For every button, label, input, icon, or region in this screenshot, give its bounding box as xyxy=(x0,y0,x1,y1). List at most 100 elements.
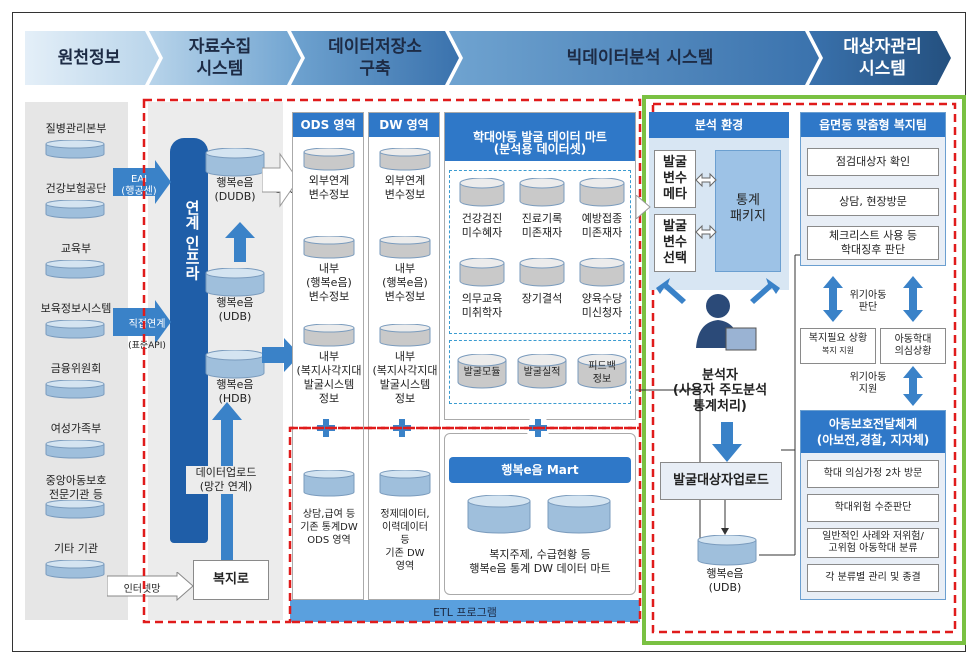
mart-item-label: 진료기록 미존재자 xyxy=(521,212,563,239)
analyst-arrow-right xyxy=(750,278,780,304)
source-label: 건강보험공단 xyxy=(45,182,107,195)
source-label: 보육정보시스템 xyxy=(40,302,112,315)
dw-title: DW 영역 xyxy=(369,113,439,137)
stage-arrow-5 xyxy=(809,31,951,85)
happy-mart-db-icon xyxy=(467,495,531,534)
happy-mart-title: 행복e음 Mart xyxy=(449,457,631,483)
stage-label-analysis: 빅데이터분석 시스템 xyxy=(566,48,714,68)
source-db-icon xyxy=(45,380,105,399)
source-db-icon xyxy=(45,200,105,219)
dw-bottom-db-icon xyxy=(379,470,431,497)
mart-db-icon xyxy=(579,178,625,207)
mart-item-label: 건강검진 미수혜자 xyxy=(461,212,503,239)
crisis-judge-label: 위기아동 판단 xyxy=(849,290,887,313)
mart-result-label: 발굴모듈 xyxy=(463,367,501,378)
suspect-box: 아동학대 의심상황 xyxy=(880,328,946,364)
analyst-down-arrow xyxy=(712,422,742,462)
monitor-icon xyxy=(725,327,757,351)
source-db-icon xyxy=(45,560,105,579)
collection-db-icon xyxy=(205,148,265,177)
collection-arrows xyxy=(113,160,171,344)
udb-label: 행복e음 (UDB) xyxy=(706,567,744,594)
mart-result-label: 발굴실적 xyxy=(523,367,561,378)
stats-label: 통계 패키지 xyxy=(730,193,766,224)
infra-label: 연계 인프라 xyxy=(183,200,201,281)
mart-item-label: 예방접종 미존재자 xyxy=(581,212,623,239)
mart-result-db-icon xyxy=(517,354,567,389)
local-team-step: 상담, 현장방문 xyxy=(807,188,939,216)
happy-mart-db-icon xyxy=(547,495,611,534)
hdb-arrow xyxy=(262,338,300,372)
etl-bar xyxy=(290,600,640,622)
mart-db-icon xyxy=(579,258,625,287)
dw-item-label: 내부 (복지사각지대 발굴시스템 정보 xyxy=(372,350,438,405)
stage-label-collection: 자료수집 시스템 xyxy=(188,37,252,79)
agency-step: 각 분류별 관리 및 종결 xyxy=(807,564,939,592)
analyst-arrow-left xyxy=(656,278,686,304)
analysis-env-title: 분석 환경 xyxy=(649,112,789,138)
source-db-icon xyxy=(45,260,105,279)
upload-line xyxy=(721,500,729,535)
source-label: 교육부 xyxy=(60,242,92,255)
crisis-arrows-1 xyxy=(823,276,923,322)
happy-mart-desc: 복지주제, 수급현황 등 행복e음 통계 DW 데이터 마트 xyxy=(469,548,611,575)
crisis-support-label: 위기아동 지원 xyxy=(849,372,887,395)
collection-db-icon xyxy=(205,350,265,379)
source-db-icon xyxy=(45,320,105,339)
mart-item-label: 장기결석 xyxy=(521,292,563,305)
ods-item-label: 내부 (행복e음) 변수정보 xyxy=(306,262,352,303)
collection-db-label: 행복e음 (HDB) xyxy=(216,378,254,405)
meta-box: 발굴 변수 메타 xyxy=(654,150,696,208)
source-label: 질병관리본부 xyxy=(45,122,107,135)
stage-banner xyxy=(25,31,951,85)
mart-db-icon xyxy=(519,258,565,287)
ods-db-icon xyxy=(303,148,355,171)
source-db-icon xyxy=(45,440,105,459)
need-help-label: 복지필요 상황 xyxy=(808,333,868,344)
direct-sub-label: (표준API) xyxy=(128,341,166,351)
upload-target-box: 발굴대상자업로드 xyxy=(660,462,782,500)
stats-box xyxy=(715,150,781,272)
stage-arrow-1 xyxy=(25,31,159,85)
local-team-step: 점검대상자 확인 xyxy=(807,148,939,176)
mart-title-text: 학대아동 발굴 데이터 마트 xyxy=(473,130,607,144)
dw-item-label: 내부 (행복e음) 변수정보 xyxy=(382,262,428,303)
source-label: 금융위원회 xyxy=(50,362,102,375)
local-team-step: 체크리스트 사용 등 학대징후 판단 xyxy=(807,226,939,260)
mart-subtitle: (분석용 데이터셋) xyxy=(493,142,587,156)
select-box: 발굴 변수 선택 xyxy=(654,214,696,272)
crisis-arrow-2 xyxy=(903,366,923,406)
mart-results-frame xyxy=(449,340,631,404)
etl-label: ETL 프로그램 xyxy=(433,606,497,619)
source-label: 여성가족부 xyxy=(50,422,102,435)
dw-item-label: 외부연계 변수정보 xyxy=(384,174,426,201)
mart-items-frame xyxy=(449,170,631,334)
internet-label: 인터넷망 xyxy=(123,584,161,595)
eai-arrow xyxy=(113,160,171,204)
internet-arrow xyxy=(107,572,194,602)
welfare-box: 복지로 xyxy=(193,560,269,600)
mart-db-icon xyxy=(459,258,505,287)
dw-panel xyxy=(368,112,440,600)
source-panel xyxy=(25,102,128,620)
ods-bottom-label: 상담,급여 등 기존 통계DW ODS 영역 xyxy=(300,509,358,546)
dw-db-icon xyxy=(379,236,431,259)
ods-title: ODS 영역 xyxy=(293,113,363,137)
env-arrows xyxy=(695,172,717,240)
source-label: 중앙아동보호 전문기관 등 xyxy=(45,474,107,501)
agency-title: 아동보호전달체계 (아보전,경찰, 지자체) xyxy=(801,411,945,453)
mart-db-icon xyxy=(459,178,505,207)
collection-db-icon xyxy=(205,268,265,297)
stage-label-storage: 데이터저장소 구축 xyxy=(328,37,422,79)
dw-bottom-label: 정제데이터, 이력데이터 등 기존 DW 영역 xyxy=(380,509,430,572)
mart-result-label: 피드백 정보 xyxy=(588,361,616,385)
local-team-title: 읍면동 맞춤형 복지팀 xyxy=(801,113,945,137)
target-connectors xyxy=(759,254,803,556)
analyst-head-icon xyxy=(706,294,730,318)
analyst-figure xyxy=(656,278,780,351)
stage-arrow-2 xyxy=(149,31,301,85)
mart-db-icon xyxy=(519,178,565,207)
ods-bottom-db-icon xyxy=(303,470,355,497)
